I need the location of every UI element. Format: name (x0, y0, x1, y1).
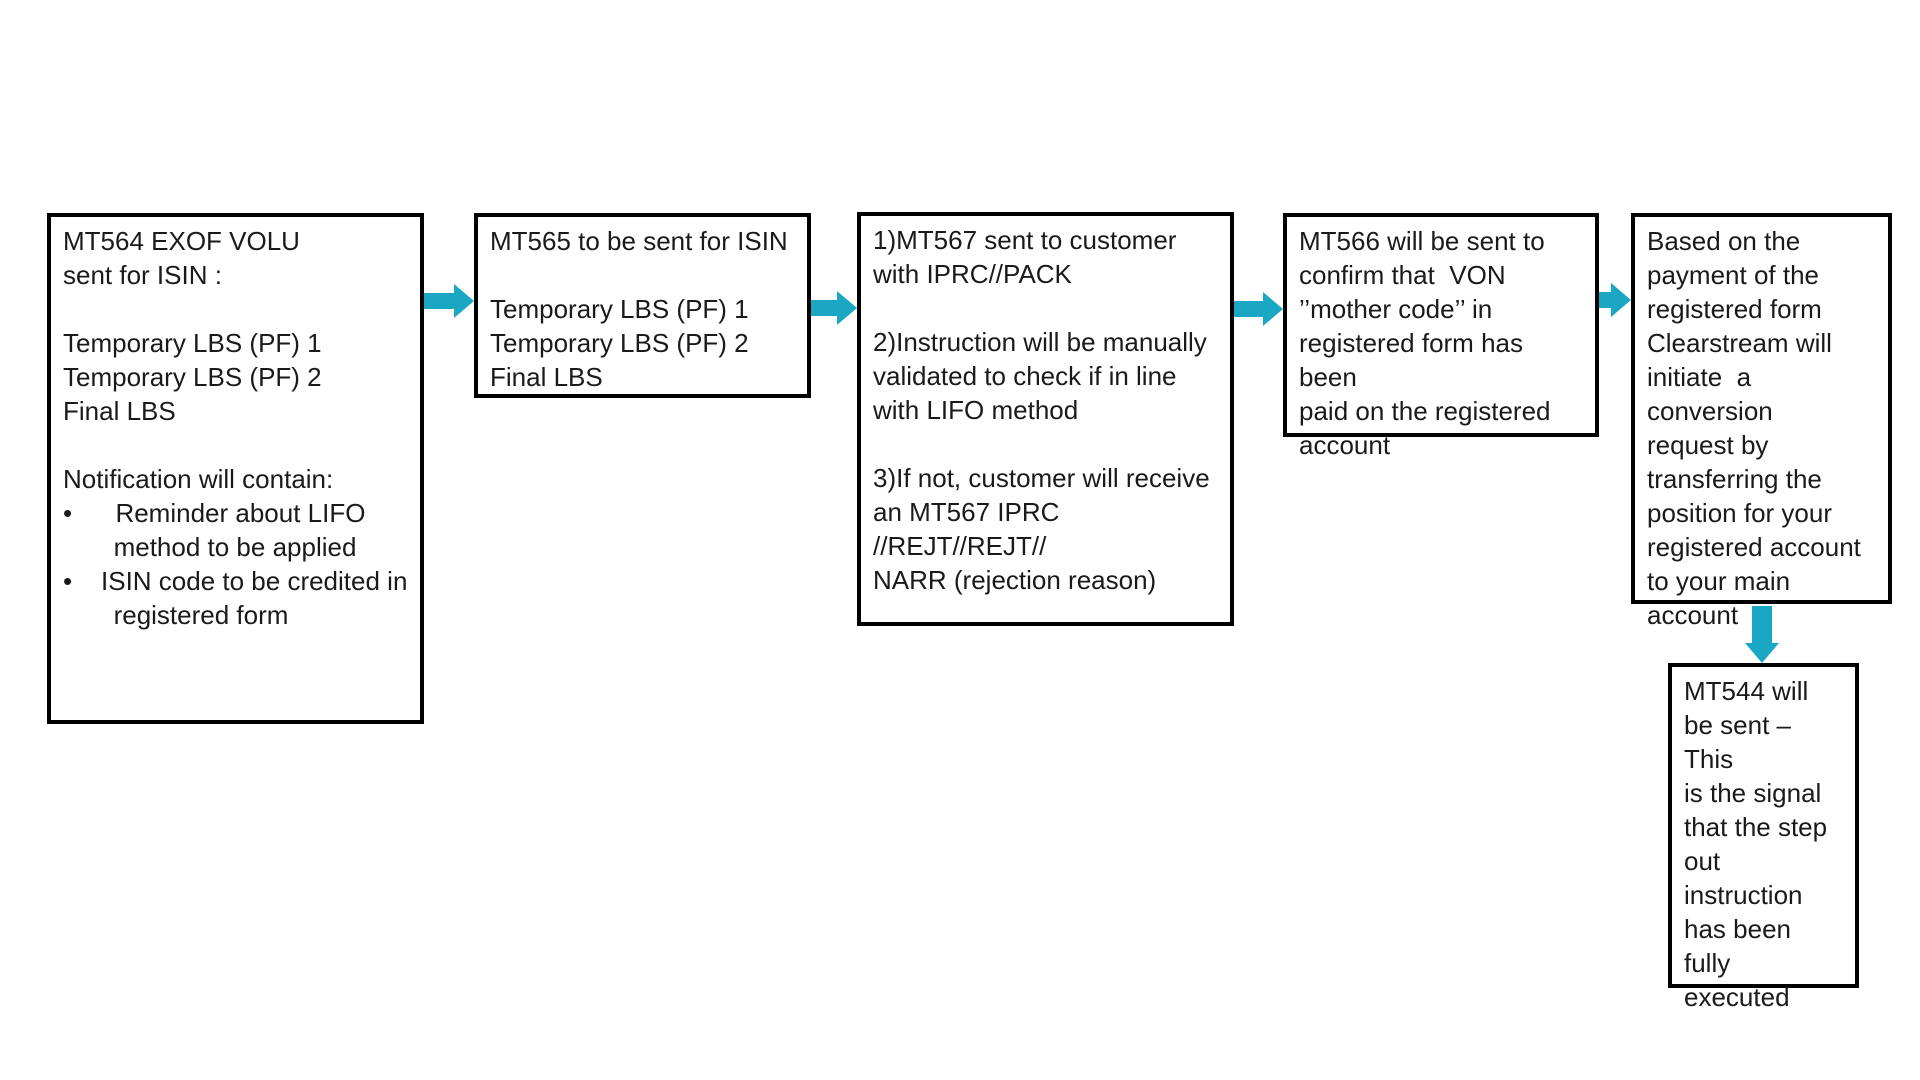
arrow-shaft (1234, 301, 1263, 317)
step-box-mt564-notification: MT564 EXOF VOLU sent for ISIN : Temporar… (47, 213, 424, 724)
flow-arrow-right-1-icon (424, 284, 474, 318)
arrow-shaft (1599, 292, 1611, 308)
arrow-head (837, 291, 857, 325)
flow-arrow-right-3-icon (1234, 292, 1283, 326)
step-box-mt565-instruction: MT565 to be sent for ISIN Temporary LBS … (474, 213, 811, 398)
arrow-shaft (811, 300, 837, 316)
arrow-head (1263, 292, 1283, 326)
flow-arrow-down-icon (1745, 606, 1779, 663)
step-box-mt544-execution: MT544 will be sent – This is the signal … (1668, 663, 1859, 1012)
flow-arrow-right-4-icon (1599, 283, 1631, 317)
arrow-shaft (424, 293, 454, 309)
step-box-mt566-confirmation: MT566 will be sent to confirm that VON ’… (1283, 213, 1599, 460)
flow-arrow-right-2-icon (811, 291, 857, 325)
step-box-conversion-request: Based on the payment of the registered f… (1631, 213, 1892, 630)
arrow-head (1611, 283, 1631, 317)
arrow-shaft (1752, 606, 1772, 643)
arrow-head (1745, 643, 1779, 663)
step-box-mt567-validation: 1)MT567 sent to customer with IPRC//PACK… (857, 212, 1234, 626)
arrow-head (454, 284, 474, 318)
